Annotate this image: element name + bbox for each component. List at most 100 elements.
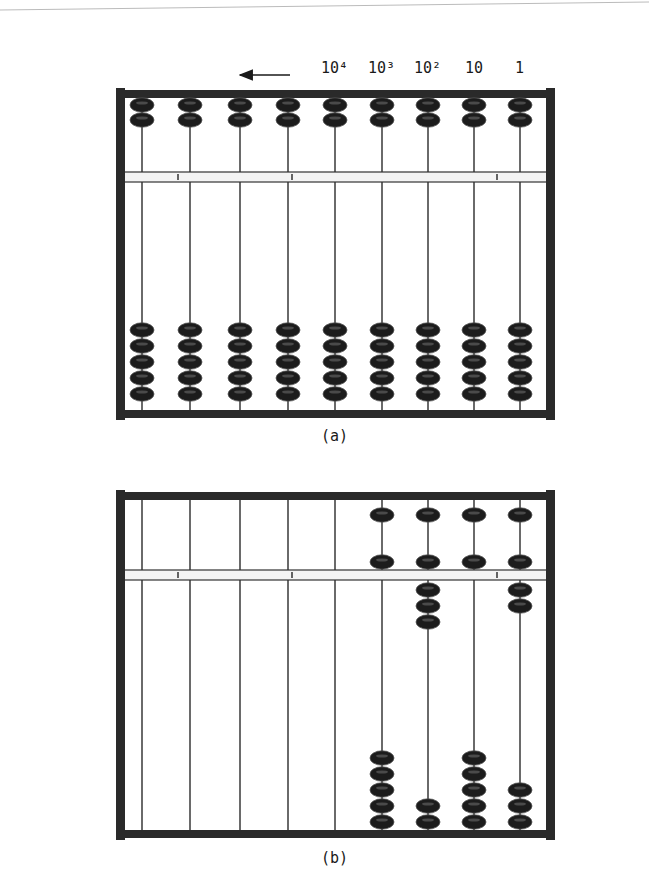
bead-shine — [376, 116, 388, 119]
bead — [416, 98, 440, 112]
bead — [323, 98, 347, 112]
bead-shine — [422, 101, 434, 104]
bead-shine — [329, 116, 341, 119]
bead-shine — [468, 101, 480, 104]
bead-shine — [376, 374, 388, 377]
bead — [323, 113, 347, 127]
frame-bottom — [118, 830, 553, 838]
bead — [416, 323, 440, 337]
bead-shine — [282, 116, 294, 119]
bead — [178, 98, 202, 112]
bead — [416, 615, 440, 629]
bead-shine — [282, 342, 294, 345]
place-value: 10⁴ — [321, 60, 348, 77]
bead-shine — [514, 390, 526, 393]
bead — [416, 371, 440, 385]
bead-shine — [329, 342, 341, 345]
bead-shine — [376, 818, 388, 821]
bead-shine — [234, 358, 246, 361]
bead — [228, 371, 252, 385]
bead-shine — [329, 358, 341, 361]
bead-shine — [376, 358, 388, 361]
bead-shine — [376, 754, 388, 757]
rod — [189, 500, 191, 830]
bead-shine — [136, 374, 148, 377]
bead — [276, 113, 300, 127]
bead — [416, 113, 440, 127]
bead — [462, 113, 486, 127]
bead-shine — [184, 116, 196, 119]
abacus-frame — [116, 88, 555, 420]
bead — [416, 555, 440, 569]
bead — [370, 113, 394, 127]
bead — [228, 339, 252, 353]
bead — [370, 98, 394, 112]
bead-shine — [514, 116, 526, 119]
bead-shine — [422, 342, 434, 345]
bead-shine — [422, 618, 434, 621]
bead — [178, 387, 202, 401]
bead — [508, 323, 532, 337]
bead-shine — [184, 326, 196, 329]
bead-shine — [514, 558, 526, 561]
bead — [462, 355, 486, 369]
bead-shine — [136, 101, 148, 104]
bead-shine — [422, 602, 434, 605]
bead — [508, 113, 532, 127]
bead — [508, 98, 532, 112]
bead-shine — [514, 802, 526, 805]
bead-shine — [376, 511, 388, 514]
bead-shine — [282, 358, 294, 361]
bead-shine — [514, 342, 526, 345]
bead-shine — [468, 770, 480, 773]
frame-post — [116, 88, 125, 420]
bead-shine — [514, 586, 526, 589]
figure-label: (a) — [321, 428, 348, 445]
bead — [416, 355, 440, 369]
bead — [178, 339, 202, 353]
bead-shine — [468, 786, 480, 789]
bead-shine — [329, 374, 341, 377]
bead — [508, 583, 532, 597]
bead — [462, 387, 486, 401]
rod — [239, 500, 241, 830]
place-value: 10² — [414, 60, 441, 77]
bead — [178, 355, 202, 369]
place-value: 10³ — [368, 60, 395, 77]
bead — [508, 799, 532, 813]
bead-shine — [422, 558, 434, 561]
rod — [287, 500, 289, 830]
bead — [323, 355, 347, 369]
bead — [130, 355, 154, 369]
figure-label: (b) — [321, 850, 348, 867]
bead-shine — [422, 818, 434, 821]
bead-shine — [234, 116, 246, 119]
bead-shine — [329, 101, 341, 104]
frame-post — [116, 490, 125, 840]
bead — [276, 371, 300, 385]
bead — [323, 387, 347, 401]
bar-tick — [177, 174, 179, 180]
bead — [130, 371, 154, 385]
bead-shine — [376, 802, 388, 805]
bead — [370, 387, 394, 401]
bead-shine — [514, 786, 526, 789]
bead — [130, 323, 154, 337]
bead-shine — [468, 358, 480, 361]
bead — [370, 555, 394, 569]
bead-shine — [468, 511, 480, 514]
bead-shine — [468, 802, 480, 805]
bead — [508, 355, 532, 369]
bead — [323, 371, 347, 385]
bead-shine — [422, 390, 434, 393]
bead-shine — [468, 326, 480, 329]
bead-shine — [422, 586, 434, 589]
bead — [416, 339, 440, 353]
bead-shine — [514, 326, 526, 329]
bead — [462, 508, 486, 522]
bead — [130, 387, 154, 401]
bar-tick — [291, 572, 293, 578]
bead-shine — [376, 786, 388, 789]
bead — [462, 339, 486, 353]
bead-shine — [422, 511, 434, 514]
